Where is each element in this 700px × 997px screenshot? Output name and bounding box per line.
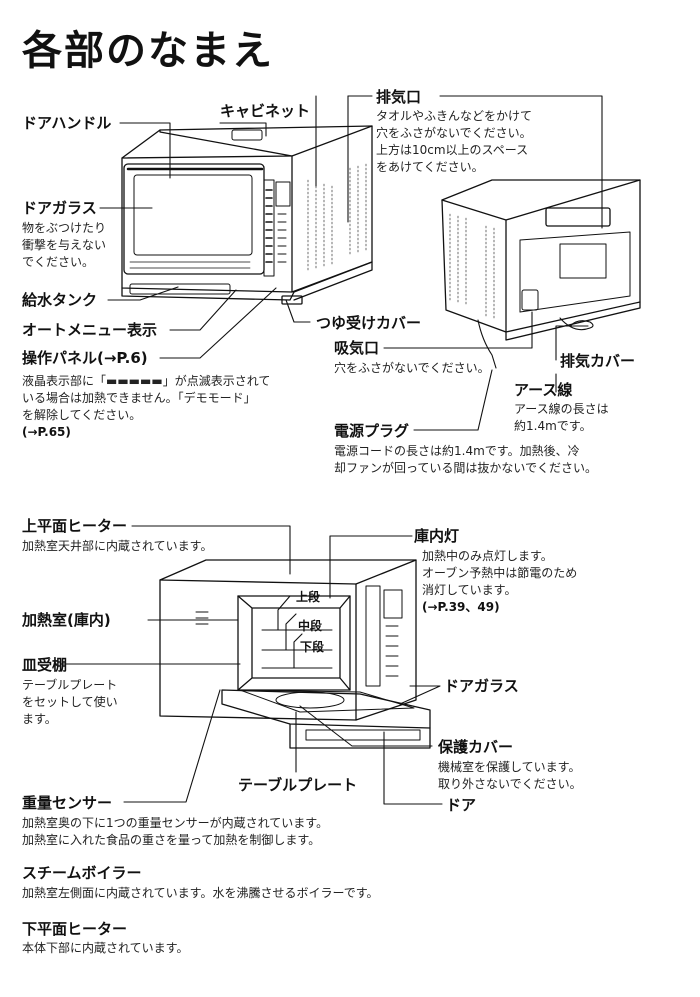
desc-steam-boiler: 加熱室左側面に内蔵されています。水を沸騰させるボイラーです。 — [22, 886, 379, 900]
label-auto-menu: オートメニュー表示 — [22, 321, 158, 339]
label-exhaust-cover: 排気カバー — [560, 352, 636, 370]
label-exhaust: 排気口 — [376, 88, 422, 106]
label-earth-wire: アース線 — [514, 381, 573, 399]
oven-open-illustration — [159, 559, 431, 749]
label-heating-chamber: 加熱室(庫内) — [22, 611, 111, 629]
shelf-upper: 上段 — [296, 590, 321, 604]
desc-tray-shelf: テーブルプレート をセットして使い ます。 — [22, 678, 118, 726]
leader-lines-bottom — [59, 525, 443, 805]
label-door: ドア — [446, 796, 477, 814]
label-table-plate: テーブルプレート — [238, 776, 358, 794]
label-door-glass-2: ドアガラス — [444, 677, 519, 695]
page-title: 各部のなまえ — [22, 28, 274, 74]
desc-control-panel: 液晶表示部に「▬▬▬▬▬」が点滅表示されて いる場合は加熱できません。「デモモー… — [22, 374, 271, 422]
oven-front-illustration — [121, 125, 373, 305]
desc-intake: 穴をふさがないでください。 — [334, 361, 490, 375]
label-water-tank: 給水タンク — [22, 291, 98, 309]
label-door-glass: ドアガラス — [22, 199, 97, 217]
desc-earth-wire: アース線の長さは 約1.4mです。 — [514, 402, 609, 433]
ref-control-panel: (→P.65) — [22, 425, 71, 439]
desc-weight-sensor: 加熱室奥の下に1つの重量センサーが内蔵されています。 加熱室に入れた食品の重さを… — [22, 816, 329, 847]
label-power-plug: 電源プラグ — [334, 422, 410, 440]
desc-door-glass: 物をぶつけたり 衝撃を与えない でください。 — [22, 221, 107, 269]
desc-exhaust: タオルやふきんなどをかけて 穴をふさがないでください。 上方は10cm以上のスペ… — [376, 109, 533, 174]
desc-top-heater: 加熱室天井部に内蔵されています。 — [22, 539, 213, 553]
label-top-heater: 上平面ヒーター — [22, 517, 128, 535]
label-weight-sensor: 重量センサー — [22, 794, 113, 812]
oven-rear-illustration — [441, 179, 641, 369]
leader-lines-top — [99, 95, 603, 431]
label-steam-boiler: スチームボイラー — [22, 864, 142, 882]
label-interior-light: 庫内灯 — [414, 527, 460, 545]
label-bottom-heater: 下平面ヒーター — [22, 920, 128, 938]
desc-bottom-heater: 本体下部に内蔵されています。 — [22, 941, 189, 955]
shelf-lower: 下段 — [300, 640, 325, 654]
desc-power-plug: 電源コードの長さは約1.4mです。加熱後、冷 却ファンが回っている間は抜かないで… — [334, 444, 598, 475]
desc-protective-cover: 機械室を保護しています。 取り外さないでください。 — [438, 760, 582, 791]
label-tray-shelf: 皿受棚 — [22, 656, 68, 674]
label-door-handle: ドアハンドル — [22, 114, 112, 132]
shelf-middle: 中段 — [298, 619, 323, 633]
label-protective-cover: 保護カバー — [438, 738, 514, 756]
label-cabinet: キャビネット — [220, 102, 311, 120]
label-drip-cover: つゆ受けカバー — [316, 314, 422, 332]
ref-interior-light: (→P.39、49) — [422, 600, 500, 614]
label-control-panel: 操作パネル(→P.6) — [22, 349, 148, 367]
label-intake: 吸気口 — [334, 339, 380, 357]
desc-interior-light: 加熱中のみ点灯します。 オーブン予熱中は節電のため 消灯しています。 — [422, 549, 578, 597]
